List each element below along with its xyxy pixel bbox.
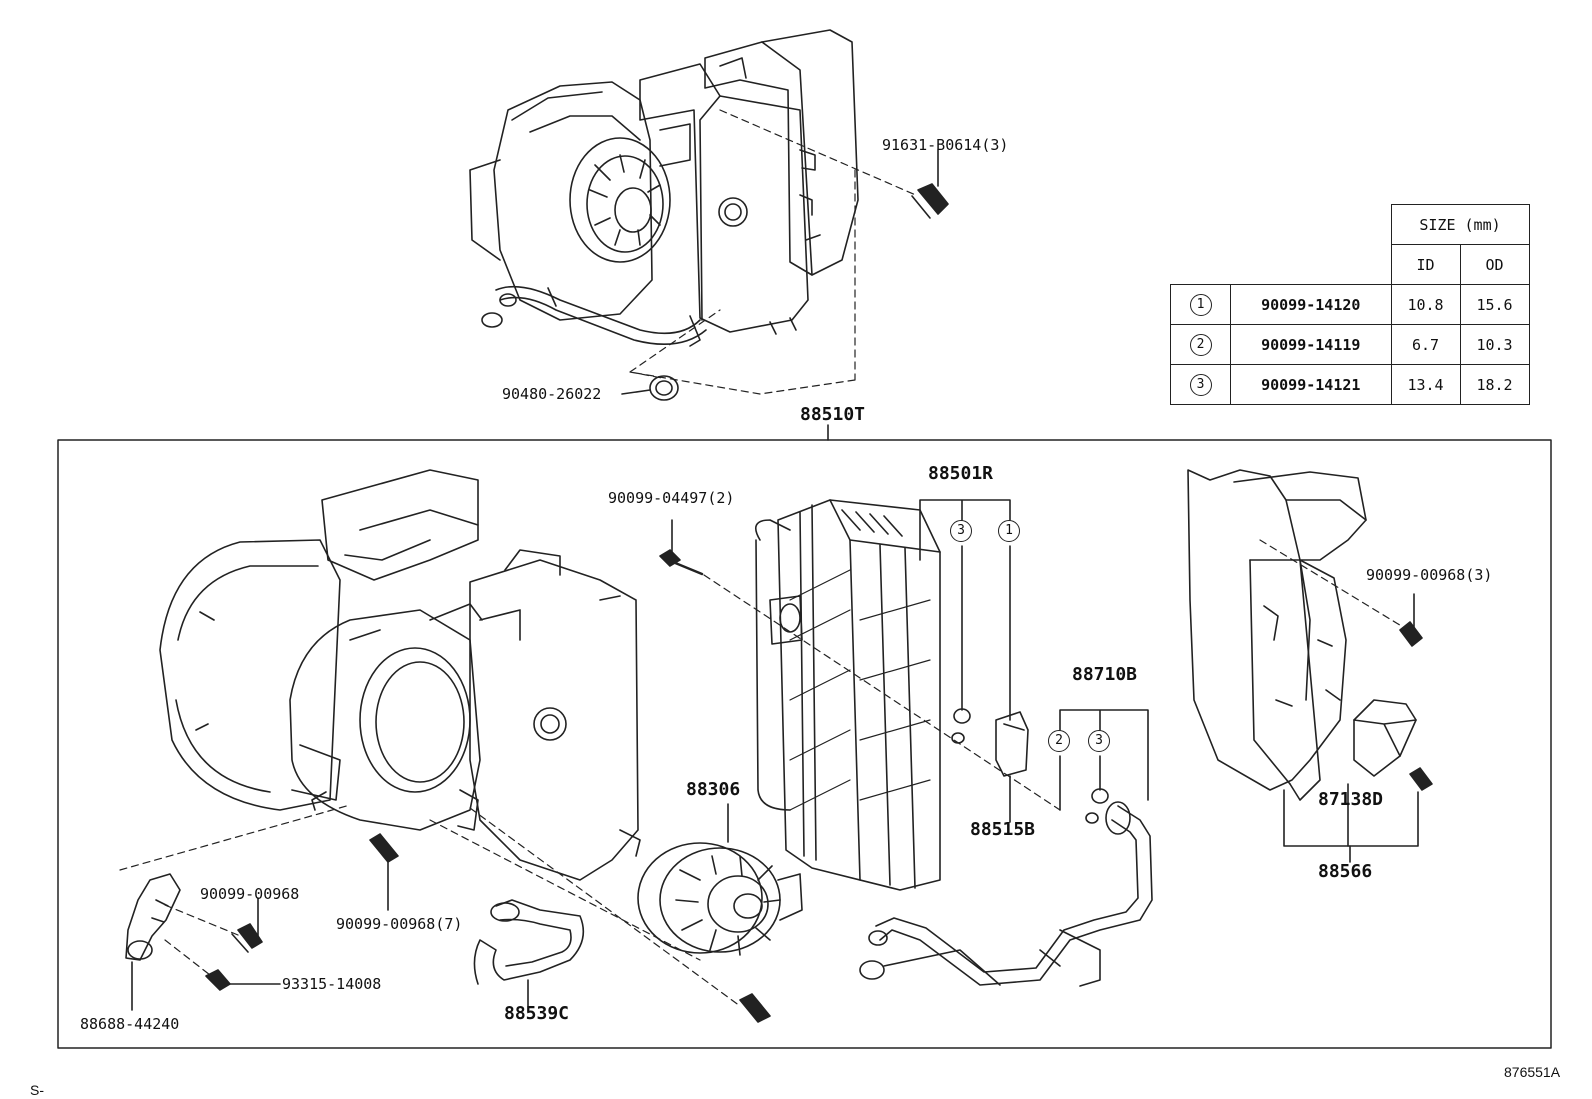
screw-evap-icon bbox=[659, 519, 704, 576]
callout-evap-o-ring-b: 1 bbox=[998, 520, 1020, 542]
table-row: 2 90099-14119 6.7 10.3 bbox=[1170, 324, 1530, 365]
row-od: 10.3 bbox=[1459, 324, 1530, 365]
row-od: 15.6 bbox=[1459, 284, 1530, 325]
size-table-subheader-row: ID OD bbox=[1171, 244, 1530, 285]
callout-evap-o-ring-a: 3 bbox=[950, 520, 972, 542]
right-case-icon bbox=[1187, 469, 1367, 801]
grommet-icon bbox=[621, 375, 679, 401]
screw-motor-icon bbox=[739, 993, 771, 1023]
blower-motor-icon bbox=[637, 803, 803, 956]
label-blower-motor: 88306 bbox=[686, 779, 741, 800]
label-tube: 88710B bbox=[1072, 664, 1138, 685]
size-header: SIZE (mm) bbox=[1390, 204, 1530, 245]
label-ref-code: 876551A bbox=[1504, 1064, 1561, 1080]
row-id: 6.7 bbox=[1390, 324, 1461, 365]
screw-center-icon bbox=[369, 833, 399, 911]
tube-callouts bbox=[1059, 709, 1149, 824]
screw-resistor-icon bbox=[1409, 767, 1433, 791]
row-part-number: 90099-14121 bbox=[1230, 364, 1392, 405]
label-assembly: 88510T bbox=[800, 404, 866, 425]
row-key: 1 bbox=[1189, 293, 1212, 316]
bracket-icon bbox=[125, 873, 181, 1011]
row-part-number: 90099-14119 bbox=[1230, 324, 1392, 365]
row-od: 18.2 bbox=[1459, 364, 1530, 405]
blower-case bbox=[159, 469, 479, 811]
top-bolt-icon bbox=[911, 149, 949, 219]
row-key: 2 bbox=[1189, 333, 1212, 356]
label-hose: 88539C bbox=[504, 1003, 570, 1024]
label-screw-case: 90099-00968(3) bbox=[1366, 566, 1493, 584]
size-table: SIZE (mm) ID OD 1 90099-14120 10.8 15.6 … bbox=[1170, 204, 1530, 405]
label-evaporator: 88501R bbox=[928, 463, 994, 484]
label-bolt-top: 91631-B0614(3) bbox=[882, 136, 1009, 154]
row-key: 3 bbox=[1189, 373, 1212, 396]
callout-tube-o-ring-b: 3 bbox=[1088, 730, 1110, 752]
blower-housing bbox=[289, 603, 483, 831]
label-screw-evap: 90099-04497(2) bbox=[608, 489, 735, 507]
evaporator-icon bbox=[754, 499, 941, 891]
label-screw-bracket: 90099-00968 bbox=[200, 885, 300, 903]
lower-left-leaders bbox=[119, 804, 741, 1007]
row-id: 13.4 bbox=[1390, 364, 1461, 405]
label-grommet: 90480-26022 bbox=[502, 385, 602, 403]
label-resistor: 87138D bbox=[1318, 789, 1384, 810]
assembly-frame bbox=[57, 439, 1552, 1049]
label-case: 88566 bbox=[1318, 861, 1373, 882]
resistor-icon bbox=[1347, 699, 1417, 847]
top-bolt-leader bbox=[629, 109, 919, 395]
screw-small-icon bbox=[205, 969, 281, 991]
label-corner-mark: S- bbox=[30, 1082, 44, 1098]
size-table-header-row: SIZE (mm) bbox=[1171, 204, 1530, 245]
col-id-header: ID bbox=[1390, 244, 1461, 285]
label-screw-center: 90099-00968(7) bbox=[336, 915, 463, 933]
case-bracket-leader bbox=[1283, 789, 1419, 847]
right-case-leader bbox=[1259, 539, 1409, 631]
label-valve: 88515B bbox=[970, 819, 1036, 840]
callout-tube-o-ring-a: 2 bbox=[1048, 730, 1070, 752]
table-row: 3 90099-14121 13.4 18.2 bbox=[1170, 364, 1530, 405]
top-heater-unit bbox=[469, 29, 859, 347]
label-screw-small: 93315-14008 bbox=[282, 975, 382, 993]
intake-case bbox=[469, 549, 641, 881]
col-od-header: OD bbox=[1459, 244, 1530, 285]
screw-bracket-icon bbox=[231, 897, 263, 953]
table-row: 1 90099-14120 10.8 15.6 bbox=[1170, 284, 1530, 325]
hose-icon bbox=[473, 899, 585, 1013]
row-part-number: 90099-14120 bbox=[1230, 284, 1392, 325]
expansion-valve-icon bbox=[995, 711, 1029, 823]
evap-callouts bbox=[919, 499, 1011, 744]
tube-assembly-icon bbox=[859, 801, 1153, 987]
label-bracket: 88688-44240 bbox=[80, 1015, 180, 1033]
screw-case-icon bbox=[1399, 593, 1423, 647]
row-id: 10.8 bbox=[1390, 284, 1461, 325]
